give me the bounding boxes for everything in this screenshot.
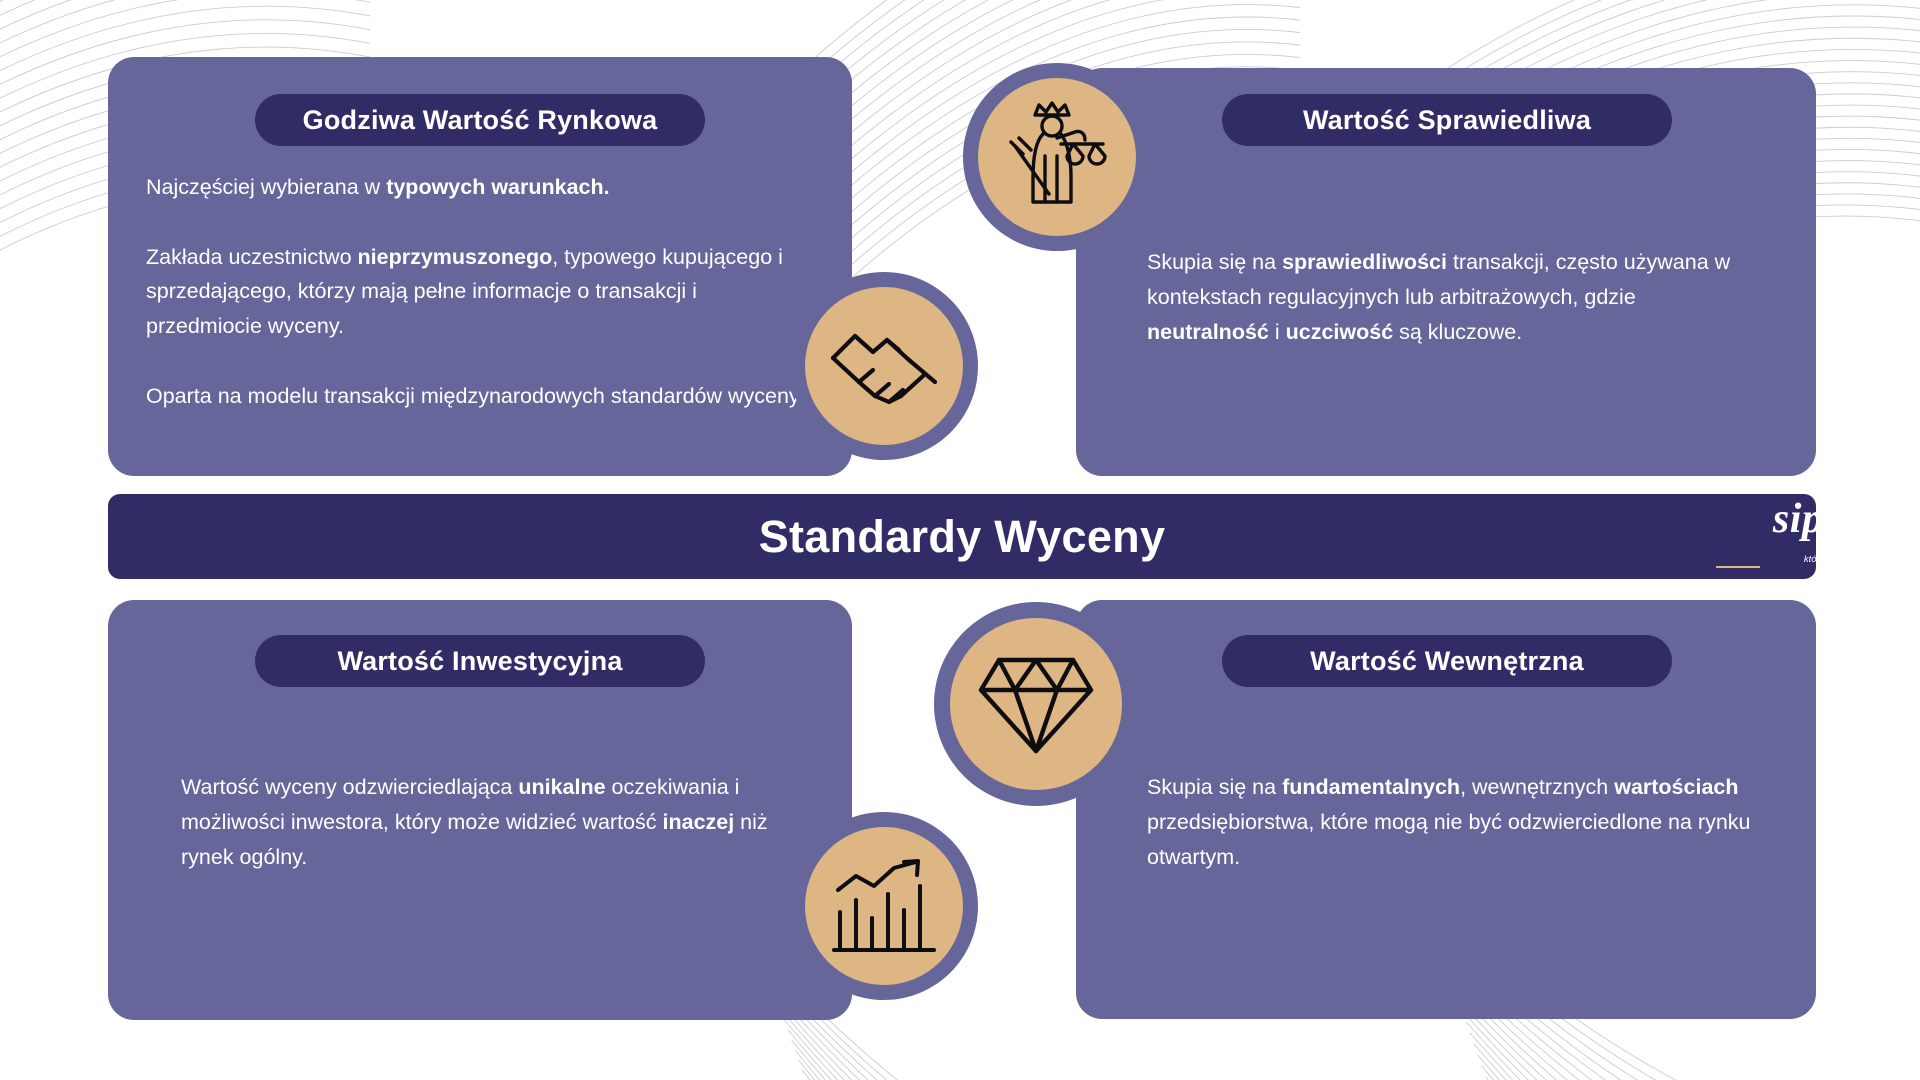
emphasis-text: typowych warunkach. xyxy=(386,175,610,199)
medallion-disc xyxy=(805,287,963,445)
handshake-icon xyxy=(830,333,938,405)
card-body-fair-value: Skupia się na sprawiedliwości transakcji… xyxy=(1147,245,1747,349)
main-banner: Standardy Wyceny xyxy=(108,494,1816,579)
paragraph: Najczęściej wybierana w typowych warunka… xyxy=(146,175,610,199)
paragraph: Skupia się na fundamentalnych, wewnętrzn… xyxy=(1147,775,1751,869)
logo-wordmark: sipex xyxy=(1772,496,1864,542)
logo-tagline-line2: której szukasz xyxy=(1803,553,1864,565)
emphasis-text: fundamentalnych xyxy=(1282,775,1461,799)
emphasis-text: unikalne xyxy=(518,775,606,799)
medallion-disc xyxy=(950,618,1122,790)
emphasis-text: nieprzymuszonego xyxy=(357,244,553,269)
page-title: Standardy Wyceny xyxy=(758,510,1166,562)
medallion-diamond xyxy=(934,602,1138,806)
emphasis-text: inaczej xyxy=(662,809,735,834)
card-body-investment-value: Wartość wyceny odzwierciedlająca unikaln… xyxy=(181,770,781,874)
logo-accent-rule xyxy=(1716,566,1760,568)
paragraph: Skupia się na sprawiedliwości transakcji… xyxy=(1147,250,1731,344)
medallion-growth-chart xyxy=(790,812,978,1000)
emphasis-text: sprawiedliwości xyxy=(1282,250,1447,274)
medallion-handshake xyxy=(790,272,978,460)
emphasis-text: uczciwość xyxy=(1285,319,1394,344)
emphasis-text: wartościach xyxy=(1614,775,1739,799)
sipex-logo: sipex Wartość, której szukasz xyxy=(1714,498,1864,578)
card-title-investment-value: Wartość Inwestycyjna xyxy=(255,635,705,687)
medallion-disc xyxy=(805,827,963,985)
bar-chart-growth-icon xyxy=(832,859,936,952)
logo-tagline: Wartość, której szukasz xyxy=(1714,542,1864,566)
diamond-icon xyxy=(978,657,1094,754)
card-title-intrinsic-value: Wartość Wewnętrzna xyxy=(1222,635,1672,687)
emphasis-text: neutralność xyxy=(1147,319,1269,344)
card-body-fair-market-value: Najczęściej wybierana w typowych warunka… xyxy=(146,170,806,414)
card-title-fair-value: Wartość Sprawiedliwa xyxy=(1222,94,1672,146)
medallion-disc xyxy=(978,78,1136,236)
medallion-justice xyxy=(963,63,1151,251)
paragraph: Zakłada uczestnictwo nieprzymuszonego, t… xyxy=(146,244,783,339)
scales-of-justice-icon xyxy=(1009,101,1107,204)
paragraph: Oparta na modelu transakcji międzynarodo… xyxy=(146,383,805,408)
card-body-intrinsic-value: Skupia się na fundamentalnych, wewnętrzn… xyxy=(1147,770,1767,874)
paragraph: Wartość wyceny odzwierciedlająca unikaln… xyxy=(181,775,768,869)
card-title-fair-market-value: Godziwa Wartość Rynkowa xyxy=(255,94,705,146)
logo-tagline-line1: Wartość, xyxy=(1826,542,1864,553)
